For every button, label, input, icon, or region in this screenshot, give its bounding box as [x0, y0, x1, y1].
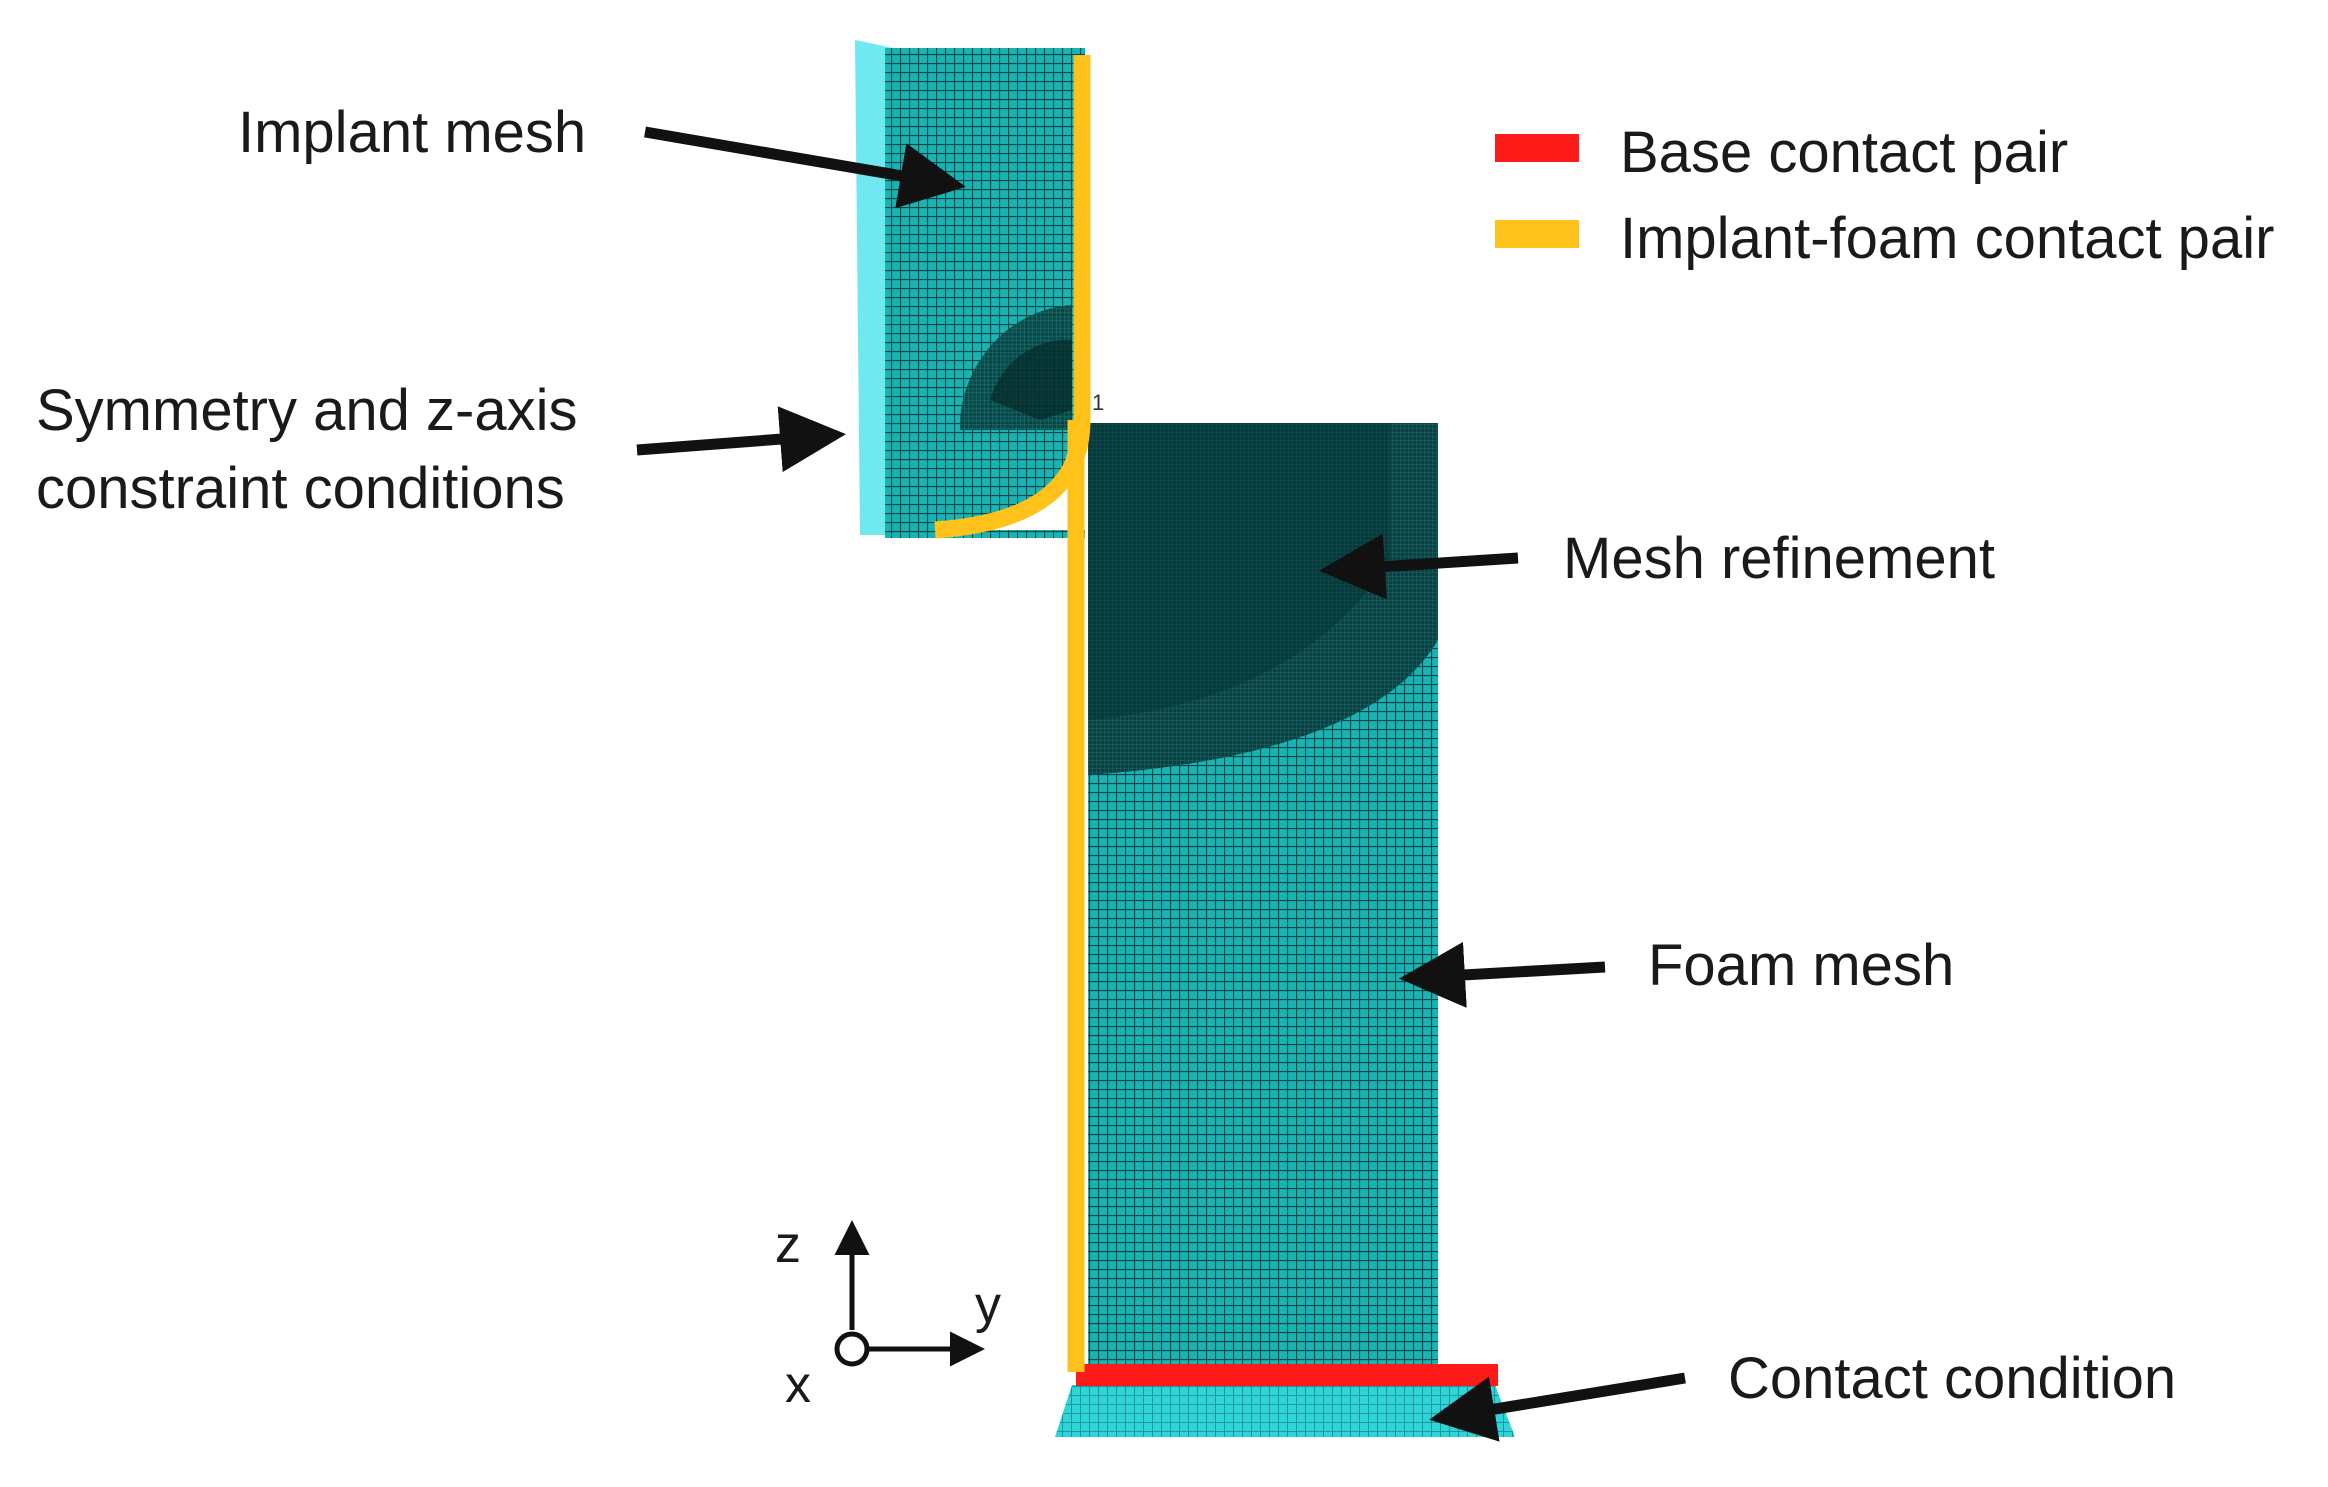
label-contact-condition: Contact condition [1728, 1346, 2176, 1411]
arrow-symmetry [636, 406, 846, 473]
node-marker: 1 [1092, 390, 1104, 415]
coordinate-axes: z y x [775, 1216, 1001, 1414]
arrow-foam-mesh [1399, 941, 1606, 1008]
foam-mesh-block [1088, 423, 1438, 1378]
base-support [1055, 1364, 1515, 1437]
base-constraint-mesh [1055, 1385, 1515, 1437]
implant-refinement-core [990, 339, 1072, 420]
legend: Base contact pair Implant-foam contact p… [1495, 120, 2274, 271]
implant-corner-mask [935, 430, 1090, 530]
legend-swatch-base-contact [1495, 134, 1579, 162]
x-axis-origin [834, 1331, 870, 1367]
arrow-contact-condition [1429, 1372, 1686, 1442]
base-contact-pair [1076, 1364, 1498, 1386]
x-axis-label: x [785, 1356, 811, 1414]
y-axis-label: y [975, 1276, 1001, 1334]
implant-mesh [885, 48, 1085, 538]
legend-label-base-contact: Base contact pair [1620, 120, 2068, 185]
implant-mesh-block [855, 40, 1090, 538]
z-axis-label: z [775, 1216, 801, 1274]
arrow-implant-mesh [644, 126, 966, 209]
arrow-mesh-refinement [1319, 533, 1519, 600]
label-foam-mesh: Foam mesh [1648, 933, 1954, 998]
label-mesh-refinement: Mesh refinement [1563, 526, 1995, 591]
legend-swatch-implant-foam-contact [1495, 220, 1579, 248]
implant-foam-contact-pair [934, 55, 1091, 1372]
label-implant-mesh: Implant mesh [238, 100, 586, 165]
implant-constraint-strip [855, 40, 893, 535]
mesh-refinement-core [1088, 423, 1390, 720]
label-symmetry-line2: constraint conditions [36, 456, 565, 521]
legend-label-implant-foam-contact: Implant-foam contact pair [1620, 206, 2274, 271]
label-symmetry-line1: Symmetry and z-axis [36, 378, 577, 443]
